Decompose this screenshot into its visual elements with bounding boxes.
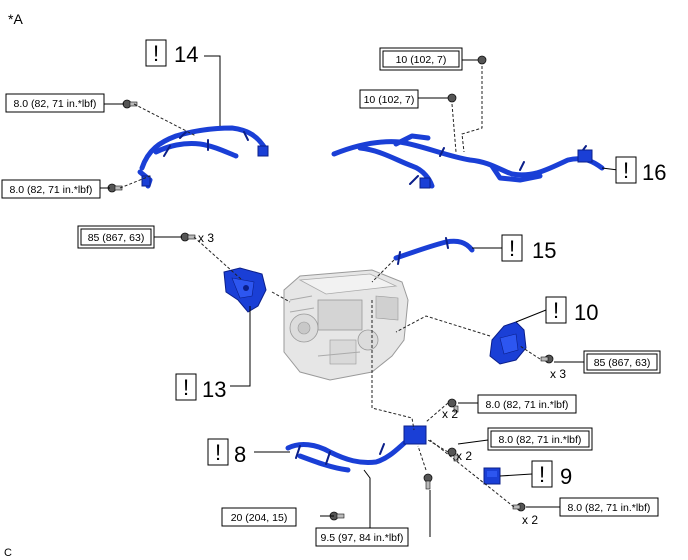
nut-icon (477, 55, 487, 65)
callout-15: ! 15 (501, 234, 556, 263)
caution-mark: ! (183, 375, 189, 400)
part-16-wire-harness (331, 133, 605, 189)
caution-mark: ! (623, 158, 629, 183)
callout-number: 9 (560, 464, 572, 489)
torque-label-double: 10 (102, 7) (379, 47, 463, 71)
quantity-label: x 2 (522, 513, 538, 527)
torque-label: 8.0 (82, 71 in.*lbf) (559, 497, 659, 517)
callout-10: ! 10 (545, 296, 598, 325)
callout-number: 15 (532, 238, 556, 263)
part-15-hose (393, 237, 475, 265)
bolt-icon (512, 502, 526, 512)
quantity-label: x 2 (442, 407, 458, 421)
part-8-pipe-assembly (285, 425, 427, 473)
part-14-wire-harness (137, 125, 269, 189)
engine-assembly (283, 269, 409, 381)
caution-mark: ! (215, 440, 221, 465)
quantity-label: x 3 (550, 367, 566, 381)
torque-label: 20 (204, 15) (221, 507, 297, 527)
corner-letter: C (4, 547, 12, 559)
svg-text:85 (867, 63): 85 (867, 63) (88, 232, 145, 244)
quantity-label: x 3 (198, 231, 214, 245)
torque-label: 8.0 (82, 71 in.*lbf) (5, 93, 105, 113)
callout-number: 8 (234, 442, 246, 467)
bolt-icon (107, 183, 123, 193)
callout-14: ! 14 (145, 39, 198, 67)
callout-number: 16 (642, 160, 666, 185)
bolt-icon (540, 354, 554, 364)
part-13-bracket (223, 267, 267, 313)
callout-number: 14 (174, 42, 198, 67)
leader-lines (100, 55, 619, 537)
callout-16: ! 16 (615, 156, 666, 185)
svg-text:10 (102, 7): 10 (102, 7) (364, 94, 415, 106)
svg-text:20 (204, 15): 20 (204, 15) (231, 512, 288, 524)
callout-number: 10 (574, 300, 598, 325)
svg-text:8.0 (82, 71 in.*lbf): 8.0 (82, 71 in.*lbf) (499, 434, 582, 446)
svg-text:8.0 (82, 71 in.*lbf): 8.0 (82, 71 in.*lbf) (10, 184, 93, 196)
caution-mark: ! (153, 41, 159, 66)
part-10-bracket (489, 321, 527, 365)
bolt-icon (122, 99, 138, 109)
torque-label: 8.0 (82, 71 in.*lbf) (477, 394, 577, 414)
bolt-icon (423, 473, 433, 490)
part-9-clamp (483, 467, 501, 485)
callout-13: ! 13 (175, 373, 226, 402)
svg-text:8.0 (82, 71 in.*lbf): 8.0 (82, 71 in.*lbf) (14, 98, 97, 110)
caution-mark: ! (509, 236, 515, 261)
callout-number: 13 (202, 377, 226, 402)
quantity-label: x 2 (456, 449, 472, 463)
torque-label: 9.5 (97, 84 in.*lbf) (315, 527, 409, 547)
callout-8: ! 8 (207, 438, 246, 467)
torque-label-double: 85 (867, 63) (583, 350, 661, 374)
svg-text:9.5 (97, 84 in.*lbf): 9.5 (97, 84 in.*lbf) (321, 532, 404, 544)
svg-text:8.0 (82, 71 in.*lbf): 8.0 (82, 71 in.*lbf) (486, 399, 569, 411)
assembly-guide-lines (119, 66, 541, 508)
torque-label-double: 85 (867, 63) (77, 225, 155, 249)
caution-mark: ! (539, 462, 545, 487)
callout-9: ! 9 (531, 460, 572, 489)
torque-label: 8.0 (82, 71 in.*lbf) (1, 179, 101, 199)
svg-text:85 (867, 63): 85 (867, 63) (594, 357, 651, 369)
torque-label-double: 8.0 (82, 71 in.*lbf) (487, 427, 593, 451)
figure-id: *A (8, 11, 23, 27)
svg-text:10 (102, 7): 10 (102, 7) (396, 54, 447, 66)
svg-text:8.0 (82, 71 in.*lbf): 8.0 (82, 71 in.*lbf) (568, 502, 651, 514)
bolt-icon (180, 232, 196, 242)
nut-icon (447, 93, 457, 103)
torque-label: 10 (102, 7) (359, 89, 419, 109)
caution-mark: ! (553, 298, 559, 323)
